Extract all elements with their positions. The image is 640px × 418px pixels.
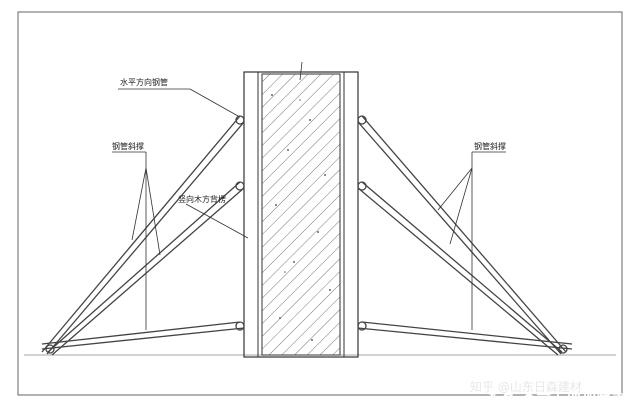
left-leaders [112,88,249,330]
label-steel-diagonal-brace-left: 钢管斜撑 [112,141,144,151]
label-steel-diagonal-brace-right: 钢管斜撑 [474,141,506,151]
drawing-border [17,11,623,396]
concrete-hatch [262,74,340,355]
watermark-zhihu: 知乎 @山东日森建材 [470,379,582,394]
top-break-line [299,61,303,81]
left-bracing [41,115,245,356]
ground-anchor [558,344,568,354]
right-formwork-panel [343,71,359,358]
right-leaders [437,151,506,330]
label-horizontal-steel-pipe: 水平方向钢管 [120,77,168,87]
concrete-speckles [271,94,331,341]
concrete-wall [243,61,359,358]
right-bracing [357,115,573,356]
left-formwork-panel [243,71,259,358]
watermark-toutiao: 头条 @剪力墙那些事 [486,391,626,409]
ground-anchor [45,344,55,354]
label-vertical-timber: 竖向木方背楞 [178,194,226,204]
